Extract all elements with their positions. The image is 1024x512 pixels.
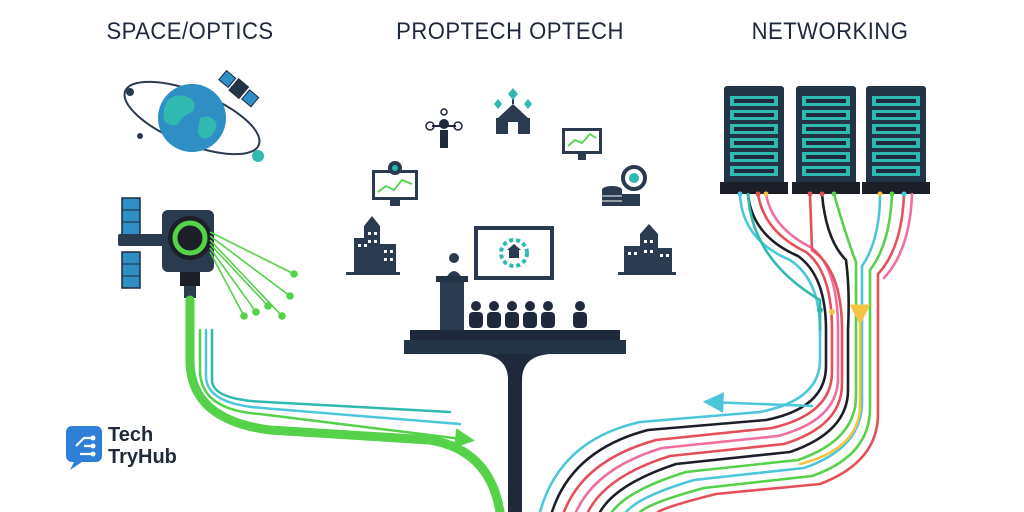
logo-line-2: TryHub [108, 446, 177, 468]
presenter-podium-icon [436, 253, 468, 330]
optical-camera-icon [162, 210, 214, 298]
satellite-panel-icon [118, 197, 166, 289]
analytics-monitor-icon [372, 161, 418, 206]
audience-icon [469, 301, 587, 328]
presentation-screen-icon [474, 226, 554, 280]
city-building-right-icon [618, 224, 676, 275]
heading-networking: NETWORKING [751, 18, 909, 45]
globe-icon [123, 80, 264, 162]
chart-monitor-icon [562, 128, 602, 160]
logo-text: Tech TryHub [108, 424, 177, 468]
smart-building-icon [494, 88, 532, 134]
techtryhub-logo: Tech TryHub [64, 424, 204, 472]
heading-proptech: PROPTECH OPTECH [396, 18, 624, 45]
left-fiber-bundle [185, 295, 505, 512]
satellite-icon [218, 69, 260, 108]
optical-beam-lines [209, 231, 298, 320]
logo-line-1: Tech [108, 424, 154, 446]
right-cable-bundle [538, 192, 914, 512]
cable-connector-dots [737, 191, 907, 315]
techtryhub-logo-icon [66, 426, 102, 470]
data-storage-icon [602, 165, 647, 206]
team-network-icon [425, 108, 463, 148]
heading-space-optics: SPACE/OPTICS [106, 18, 274, 45]
city-building-left-icon [346, 216, 400, 275]
stage-platform [404, 330, 626, 512]
server-rack-details [734, 99, 916, 173]
